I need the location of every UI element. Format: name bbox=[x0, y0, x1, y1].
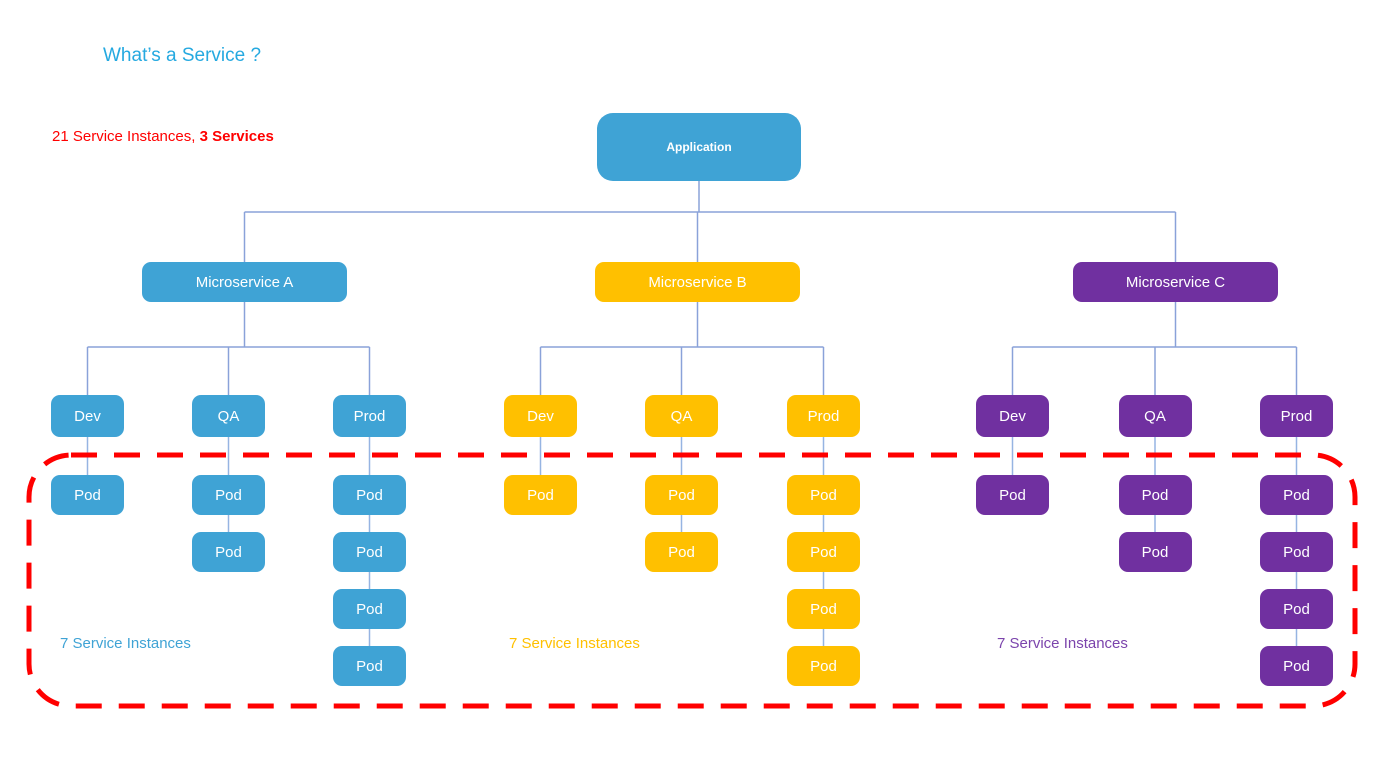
node-pod: Pod bbox=[51, 475, 124, 515]
node-pod: Pod bbox=[192, 532, 265, 572]
stats-prefix: 21 Service Instances, bbox=[52, 128, 200, 145]
pods-boundary-dashed-outline bbox=[26, 452, 1358, 709]
node-pod: Pod bbox=[1260, 532, 1333, 572]
node-env-qa-b: QA bbox=[645, 395, 718, 437]
node-env-prod-c: Prod bbox=[1260, 395, 1333, 437]
node-env-dev-a: Dev bbox=[51, 395, 124, 437]
instances-label-service-a: 7 Service Instances bbox=[60, 635, 191, 652]
node-microservice-c: Microservice C bbox=[1073, 262, 1278, 302]
node-microservice-a: Microservice A bbox=[142, 262, 347, 302]
node-pod: Pod bbox=[192, 475, 265, 515]
node-pod: Pod bbox=[787, 532, 860, 572]
tree-connectors bbox=[86, 181, 1298, 395]
node-pod: Pod bbox=[645, 475, 718, 515]
instances-label-service-b: 7 Service Instances bbox=[509, 635, 640, 652]
node-pod: Pod bbox=[1118, 532, 1192, 572]
node-pod: Pod bbox=[1260, 646, 1333, 686]
node-pod: Pod bbox=[976, 475, 1049, 515]
node-pod: Pod bbox=[787, 646, 860, 686]
node-application: Application bbox=[597, 113, 801, 181]
node-pod: Pod bbox=[645, 532, 718, 572]
stats-bold: 3 Services bbox=[199, 128, 274, 145]
node-pod: Pod bbox=[333, 589, 406, 629]
node-pod: Pod bbox=[787, 589, 860, 629]
node-env-dev-c: Dev bbox=[976, 395, 1049, 437]
node-pod: Pod bbox=[1260, 475, 1333, 515]
node-pod: Pod bbox=[1118, 475, 1192, 515]
node-env-qa-c: QA bbox=[1118, 395, 1192, 437]
node-pod: Pod bbox=[333, 532, 406, 572]
node-env-prod-a: Prod bbox=[333, 395, 406, 437]
instances-label-service-c: 7 Service Instances bbox=[997, 635, 1128, 652]
node-env-prod-b: Prod bbox=[787, 395, 860, 437]
node-microservice-b: Microservice B bbox=[595, 262, 800, 302]
node-pod: Pod bbox=[1260, 589, 1333, 629]
stats-line: 21 Service Instances, 3 Services bbox=[52, 128, 274, 145]
node-pod: Pod bbox=[504, 475, 577, 515]
page-title: What’s a Service ? bbox=[103, 45, 262, 66]
node-pod: Pod bbox=[787, 475, 860, 515]
node-env-dev-b: Dev bbox=[504, 395, 577, 437]
node-env-qa-a: QA bbox=[192, 395, 265, 437]
node-pod: Pod bbox=[333, 646, 406, 686]
node-pod: Pod bbox=[333, 475, 406, 515]
